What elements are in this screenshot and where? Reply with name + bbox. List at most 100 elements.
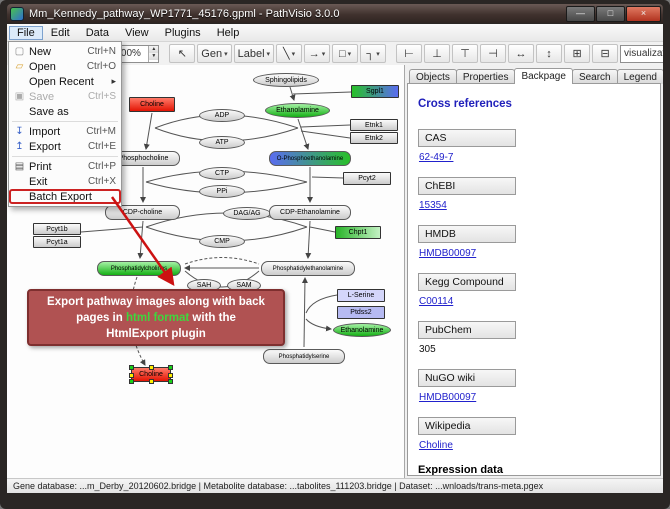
callout-text: pages in (76, 311, 126, 324)
menubar-item-edit[interactable]: Edit (50, 26, 70, 39)
pathway-node-adp[interactable]: ADP (199, 109, 245, 122)
pathway-node-pcyt1a[interactable]: Pcyt1a (33, 236, 81, 248)
crossref-link[interactable]: C00114 (418, 296, 454, 307)
align-top-icon[interactable]: ⊤ (452, 44, 479, 63)
tab-properties[interactable]: Properties (455, 69, 516, 84)
distribute-vertical-icon[interactable]: ↕ (536, 44, 563, 63)
close-button[interactable]: × (626, 5, 661, 22)
tab-backpage[interactable]: Backpage (514, 68, 573, 84)
pathway-node-l-serine[interactable]: L-Serine (337, 289, 385, 302)
zoom-decrease-icon[interactable]: ▼ (149, 52, 159, 60)
selection-handle[interactable] (168, 365, 173, 370)
distribute-horizontal-icon[interactable]: ↔ (508, 44, 535, 63)
menubar-item-help[interactable]: Help (216, 26, 240, 39)
pathway-node-cmp[interactable]: CMP (199, 235, 245, 248)
pathway-node-atp[interactable]: ATP (199, 136, 245, 149)
crossref-link[interactable]: 15354 (418, 200, 447, 211)
crossref-link[interactable]: HMDB00097 (418, 392, 477, 403)
shape-tool-icon[interactable]: □▾ (332, 44, 359, 63)
tab-search[interactable]: Search (571, 69, 618, 84)
pathway-node-phosphatidylserine[interactable]: Phosphatidylserine (263, 349, 345, 364)
pathway-node-choline[interactable]: Choline (129, 97, 175, 112)
stack-horizontal-icon[interactable]: ⊞ (564, 44, 591, 63)
selection-handle[interactable] (149, 365, 154, 370)
chevron-down-icon[interactable]: ▾ (321, 50, 326, 58)
visualization-combobox[interactable]: visualization ▼ (620, 44, 663, 63)
arrow-tool-icon[interactable]: →▾ (304, 44, 331, 63)
selection-handle[interactable] (168, 379, 173, 384)
selection-handle[interactable] (129, 365, 134, 370)
pathvisio-app-icon (10, 6, 24, 21)
chevron-down-icon[interactable]: ▾ (266, 50, 271, 58)
line-tool-icon[interactable]: ╲▾ (276, 44, 303, 63)
crossref-link[interactable]: 62-49-7 (418, 152, 454, 163)
file-menu-item-label: Print (29, 160, 52, 173)
connector-tool-icon[interactable]: ┐▾ (360, 44, 387, 63)
menubar-item-data[interactable]: Data (85, 26, 109, 39)
selection-pointer-icon[interactable]: ↖ (169, 44, 196, 63)
selection-handle[interactable] (129, 379, 134, 384)
pathway-node-pcyt1b[interactable]: Pcyt1b (33, 223, 81, 235)
minimize-button[interactable]: — (566, 5, 595, 22)
selection-handle[interactable] (149, 379, 154, 384)
menubar-item-file[interactable]: File (9, 25, 43, 40)
chevron-down-icon[interactable]: ▾ (291, 50, 296, 58)
chevron-down-icon[interactable]: ▾ (224, 50, 228, 58)
zoom-increase-icon[interactable]: ▲ (149, 45, 159, 53)
pathway-node-cdp-ethanolamine[interactable]: CDP-Ethanolamine (269, 205, 351, 220)
selection-handle[interactable] (129, 372, 134, 378)
pathway-node-ppi[interactable]: PPi (199, 185, 245, 198)
crossref-link[interactable]: Choline (418, 440, 453, 451)
pathway-node-phosphatidylcholines[interactable]: Phosphatidylcholines (97, 261, 181, 276)
pathway-node-o-phosphoethanolamine[interactable]: O-Phosphoethanolamine (269, 151, 351, 166)
label-tool[interactable]: Label▾ (233, 44, 275, 63)
align-left-icon[interactable]: ⊢ (396, 44, 423, 63)
status-text: Gene database: ...m_Derby_20120602.bridg… (13, 481, 544, 491)
file-menu-item-open-recent[interactable]: Open Recent▸ (9, 74, 121, 89)
pathway-node-ethanolamine[interactable]: Ethanolamine (265, 103, 330, 118)
zoom-spinner[interactable]: ▲▼ (148, 45, 159, 62)
pathway-node-etnk2[interactable]: Etnk2 (350, 132, 398, 144)
file-menu-item-save-as[interactable]: Save as (9, 104, 121, 119)
menu-shortcut: Ctrl+E (87, 141, 116, 152)
chevron-down-icon[interactable]: ▾ (376, 50, 380, 58)
pathway-node-ptdss2[interactable]: Ptdss2 (337, 306, 385, 319)
gene-product-tool[interactable]: Gen▾ (197, 44, 232, 63)
tab-objects[interactable]: Objects (408, 69, 457, 84)
maximize-button[interactable]: □ (596, 5, 625, 22)
stack-vertical-icon[interactable]: ⊟ (592, 44, 619, 63)
tab-legend[interactable]: Legend (616, 69, 663, 84)
zoom-combobox[interactable]: 100% ▲▼ (111, 44, 160, 63)
pathway-node-chpt1[interactable]: Chpt1 (335, 226, 381, 239)
pathway-node-ctp[interactable]: CTP (199, 167, 245, 180)
window-controls: —□× (566, 5, 663, 22)
menubar-item-plugins[interactable]: Plugins (164, 26, 201, 39)
pathway-node-pcyt2[interactable]: Pcyt2 (343, 172, 391, 185)
align-bottom-icon[interactable]: ⊣ (480, 44, 507, 63)
pathway-node-etnk1[interactable]: Etnk1 (350, 119, 398, 131)
pathway-node-cdp-choline[interactable]: CDP-choline (105, 205, 180, 220)
pathway-node-ethanolamine[interactable]: Ethanolamine (333, 323, 391, 337)
pathway-node-sgpl1[interactable]: Sgpl1 (351, 85, 399, 98)
pathway-node-dag-ag[interactable]: DAG/AG (223, 207, 271, 220)
pathway-node-phosphatidylethanolamine[interactable]: Phosphatidylethanolamine (261, 261, 355, 276)
selection-handle[interactable] (168, 372, 173, 378)
crossref-link[interactable]: HMDB00097 (418, 248, 477, 259)
chevron-down-icon[interactable]: ▾ (347, 50, 352, 58)
align-center-icon[interactable]: ⊥ (424, 44, 451, 63)
file-menu-item-batch-export[interactable]: Batch Export (9, 189, 121, 204)
menubar-item-view[interactable]: View (124, 26, 149, 39)
callout-line: Export pathway images along with back (47, 294, 265, 310)
status-bar: Gene database: ...m_Derby_20120602.bridg… (7, 478, 663, 493)
pathway-node-sphingolipids[interactable]: Sphingolipids (253, 73, 319, 87)
